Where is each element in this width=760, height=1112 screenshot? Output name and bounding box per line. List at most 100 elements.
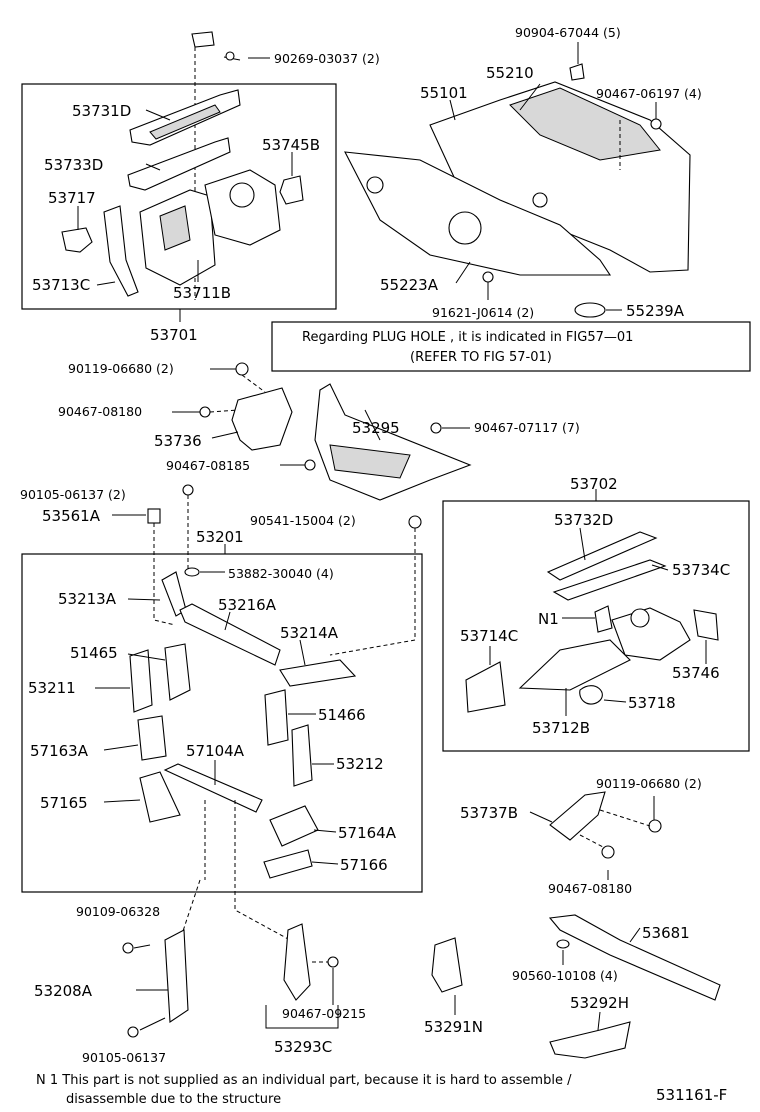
label-53736: 53736 bbox=[154, 432, 202, 450]
part-57164A bbox=[269, 805, 319, 847]
part-53211 bbox=[129, 649, 153, 713]
part-53713C bbox=[103, 205, 139, 297]
part-53295-cowl bbox=[314, 383, 472, 501]
label-53745B: 53745B bbox=[262, 136, 320, 154]
label-90467-08180-b: 90467-08180 bbox=[548, 881, 632, 896]
label-90119-06680-a: 90119-06680 (2) bbox=[68, 361, 174, 376]
label-51465: 51465 bbox=[70, 644, 118, 662]
label-57163A: 57163A bbox=[30, 742, 89, 760]
nut-90541 bbox=[408, 515, 422, 529]
label-53701: 53701 bbox=[150, 326, 198, 344]
group-box-53201 bbox=[21, 553, 423, 893]
label-90467-08180-a: 90467-08180 bbox=[58, 404, 142, 419]
bolt-90105-b bbox=[127, 1026, 139, 1038]
label-53561A: 53561A bbox=[42, 507, 101, 525]
label-90560-10108: 90560-10108 (4) bbox=[512, 968, 618, 983]
part-57163A bbox=[137, 715, 167, 761]
label-90467-06197: 90467-06197 (4) bbox=[596, 86, 702, 101]
part-53732D bbox=[546, 531, 658, 581]
label-90467-08185: 90467-08185 bbox=[166, 458, 250, 473]
part-53746 bbox=[693, 609, 719, 641]
part-53712B bbox=[518, 639, 631, 691]
label-53717: 53717 bbox=[48, 189, 96, 207]
bolt-90105-a bbox=[182, 484, 194, 496]
label-90105-06137-a: 90105-06137 (2) bbox=[20, 487, 126, 502]
part-53291N bbox=[431, 937, 463, 993]
label-90904-67044: 90904-67044 (5) bbox=[515, 25, 621, 40]
part-55239A bbox=[574, 302, 606, 318]
clip-part bbox=[191, 31, 215, 48]
part-53718 bbox=[579, 685, 603, 705]
label-53211: 53211 bbox=[28, 679, 76, 697]
label-53731D: 53731D bbox=[72, 102, 131, 120]
label-53681: 53681 bbox=[642, 924, 690, 942]
label-53737B: 53737B bbox=[460, 804, 518, 822]
part-53737B bbox=[549, 791, 606, 841]
notice-line-1: Regarding PLUG HOLE , it is indicated in… bbox=[302, 330, 633, 345]
label-57166: 57166 bbox=[340, 856, 388, 874]
washer-53882 bbox=[184, 567, 200, 577]
part-57104A bbox=[163, 763, 263, 813]
part-53293C bbox=[283, 923, 311, 1001]
bolt-90467-08180-a bbox=[199, 406, 211, 418]
part-53561A bbox=[147, 508, 161, 524]
washer-90560 bbox=[556, 939, 570, 949]
label-90467-07117: 90467-07117 (7) bbox=[474, 420, 580, 435]
bolt-90467-06197 bbox=[650, 118, 662, 130]
label-53212: 53212 bbox=[336, 755, 384, 773]
part-53745B bbox=[279, 175, 304, 205]
label-53746: 53746 bbox=[672, 664, 720, 682]
label-57165: 57165 bbox=[40, 794, 88, 812]
label-53714C: 53714C bbox=[460, 627, 518, 645]
bolt-90467-09215 bbox=[327, 956, 339, 968]
label-53732D: 53732D bbox=[554, 511, 613, 529]
notice-line-2: (REFER TO FIG 57-01) bbox=[410, 350, 552, 365]
label-91621-J0614: 91621-J0614 (2) bbox=[432, 305, 534, 320]
notice-box bbox=[271, 321, 751, 372]
part-53208A bbox=[164, 929, 189, 1023]
screw-90269 bbox=[223, 51, 241, 61]
part-53216A bbox=[179, 603, 281, 666]
label-53292H: 53292H bbox=[570, 994, 629, 1012]
part-53714C bbox=[465, 661, 506, 713]
label-53712B: 53712B bbox=[532, 719, 590, 737]
label-57104A: 57104A bbox=[186, 742, 245, 760]
label-90269-03037: 90269-03037 (2) bbox=[274, 51, 380, 66]
label-90467-09215: 90467-09215 bbox=[282, 1006, 366, 1021]
part-53292H bbox=[549, 1021, 631, 1059]
label-90541-15004: 90541-15004 (2) bbox=[250, 513, 356, 528]
figure-code: 531161-F bbox=[656, 1086, 727, 1104]
footnote-line-2: disassemble due to the structure bbox=[66, 1092, 281, 1107]
label-53291N: 53291N bbox=[424, 1018, 483, 1036]
footnote-line-1: N 1 This part is not supplied as an indi… bbox=[36, 1073, 572, 1088]
label-53295: 53295 bbox=[352, 419, 400, 437]
label-90109-06328: 90109-06328 bbox=[76, 904, 160, 919]
label-55223A: 55223A bbox=[380, 276, 439, 294]
bolt-90119-b bbox=[648, 819, 662, 833]
bolt-90467-07117 bbox=[430, 422, 442, 434]
part-53212 bbox=[291, 724, 313, 787]
bolt-90467-08185 bbox=[304, 459, 316, 471]
label-53882-30040: 53882-30040 (4) bbox=[228, 566, 334, 581]
label-55239A: 55239A bbox=[626, 302, 685, 320]
label-53214A: 53214A bbox=[280, 624, 339, 642]
part-53681-brace bbox=[548, 914, 721, 1001]
label-55210: 55210 bbox=[486, 64, 534, 82]
part-57166 bbox=[263, 849, 313, 879]
bolt-90467-08180-b bbox=[601, 845, 615, 859]
label-53718: 53718 bbox=[628, 694, 676, 712]
label-55101: 55101 bbox=[420, 84, 468, 102]
label-53216A: 53216A bbox=[218, 596, 277, 614]
part-51466 bbox=[264, 689, 289, 746]
label-57164A: 57164A bbox=[338, 824, 397, 842]
label-53711B: 53711B bbox=[173, 284, 231, 302]
label-53713C: 53713C bbox=[32, 276, 90, 294]
label-51466: 51466 bbox=[318, 706, 366, 724]
part-53733D bbox=[127, 137, 231, 191]
bolt-91621 bbox=[482, 271, 494, 294]
label-53201: 53201 bbox=[196, 528, 244, 546]
label-53208A: 53208A bbox=[34, 982, 93, 1000]
label-90119-06680-b: 90119-06680 (2) bbox=[596, 776, 702, 791]
label-53293C: 53293C bbox=[274, 1038, 332, 1056]
